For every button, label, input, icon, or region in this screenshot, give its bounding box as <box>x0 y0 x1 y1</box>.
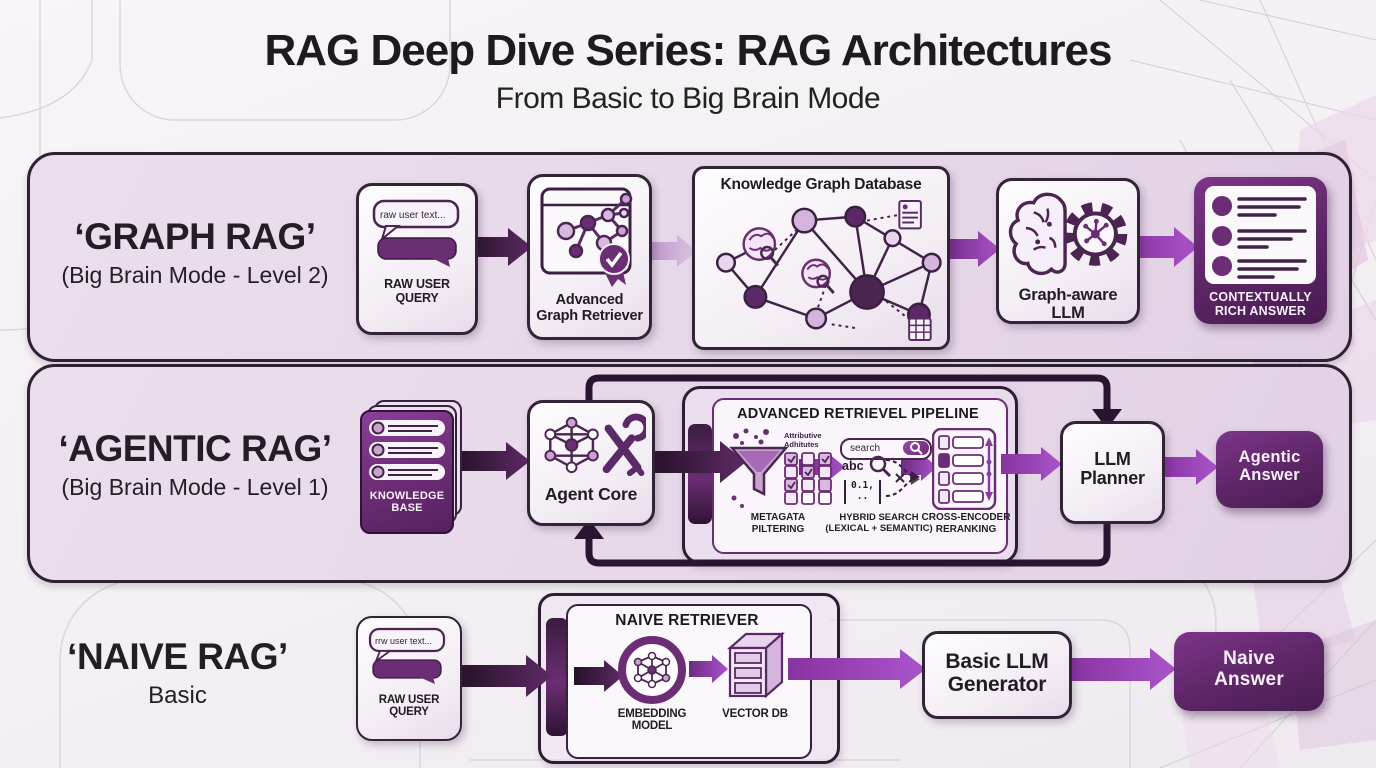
kb-stack-front: KNOWLEDGE BASE <box>360 410 454 534</box>
vector-line1: 0.1, <box>851 480 874 491</box>
raw-user-query-label-1: RAW USER QUERY <box>384 277 450 305</box>
naive-rag-level: Basic <box>148 681 207 709</box>
arrow-query-to-graph-retriever <box>466 228 532 266</box>
loop-agent-to-planner <box>585 374 1111 411</box>
rerank-card-icon <box>932 428 997 510</box>
contextually-rich-answer-label: CONTEXTUALLY RICH ANSWER <box>1209 290 1312 318</box>
basic-llm-generator-label: Basic LLM Generator <box>945 650 1049 696</box>
search-magnifier-button <box>903 441 929 455</box>
arrow-generator-to-naive-answer <box>1067 648 1176 690</box>
vector-matrix: 0.1, .. <box>844 480 881 504</box>
speech-bubbles-icon-small: rrw user text... <box>368 627 446 684</box>
arrow-into-embedding <box>574 660 623 692</box>
basic-llm-generator-card: Basic LLM Generator <box>922 631 1072 719</box>
raw-user-query-card-1: raw user text... RAW USER QUERY <box>356 183 478 335</box>
brain-gear-icon <box>1008 192 1128 276</box>
answer-list-icon <box>1205 186 1316 284</box>
arrow-retriever-to-kg <box>646 235 697 267</box>
agentic-rag-label: ‘AGENTIC RAG’ (Big Brain Mode - Level 1) <box>35 428 355 501</box>
graph-rag-name: ‘GRAPH RAG’ <box>74 216 316 257</box>
advanced-graph-retriever-card: Advanced Graph Retriever <box>527 174 652 340</box>
header: RAG Deep Dive Series: RAG Architectures … <box>0 0 1376 116</box>
graph-rag-level: (Big Brain Mode - Level 2) <box>61 261 329 288</box>
pipeline-title: ADVANCED RETRIEVEL PIPELINE <box>737 406 979 422</box>
graph-aware-llm-card: Graph-aware LLM <box>996 178 1140 324</box>
loop-arrowhead-down <box>1092 409 1122 429</box>
pipeline-3d-edge <box>688 424 712 524</box>
advanced-graph-retriever-label: Advanced Graph Retriever <box>536 292 643 324</box>
contextually-rich-answer-card: CONTEXTUALLY RICH ANSWER <box>1194 177 1327 324</box>
naive-rag-label: ‘NAIVE RAG’ Basic <box>45 636 310 710</box>
abc-lexical: abc <box>842 459 864 473</box>
arrow-query-to-naive-retriever <box>457 655 552 697</box>
loop-arrowhead-up <box>574 519 604 539</box>
funnel-icon <box>729 428 789 508</box>
raw-user-query-card-3: rrw user text... RAW USER QUERY <box>356 616 462 741</box>
agent-core-card: Agent Core <box>527 400 655 526</box>
arrow-agent-core-to-pipeline <box>649 441 746 483</box>
naive-answer-card: Naive Answer <box>1174 632 1324 711</box>
naive-retriever-3d-edge <box>546 618 568 736</box>
arrow-llm-to-rich-answer <box>1129 227 1198 267</box>
knowledge-base-card: KNOWLEDGE BASE <box>360 400 462 534</box>
arrow-embedding-to-vectordb <box>689 655 728 683</box>
magnifier-icon <box>910 442 923 455</box>
merge-arrows-icon <box>885 459 920 497</box>
checkbox-grid-icon <box>784 452 832 505</box>
raw-user-query-label-3: RAW USER QUERY <box>378 694 440 719</box>
svg-text:raw user text...: raw user text... <box>380 210 446 221</box>
arrow-kg-to-llm <box>941 231 1000 267</box>
graph-aware-llm-label: Graph-aware LLM <box>1018 286 1118 322</box>
embedding-model-label: EMBEDDING MODEL <box>617 708 687 733</box>
page-title: RAG Deep Dive Series: RAG Architectures <box>264 26 1113 75</box>
abc-magnifier-icon <box>869 455 892 478</box>
knowledge-graph-db-box: Knowledge Graph Database <box>692 166 950 350</box>
llm-planner-card: LLM Planner <box>1060 421 1165 524</box>
arrow-pipeline-to-planner <box>1001 447 1062 481</box>
hybrid-search-label: HYBRID SEARCH (LEXICAL + SEMANTIC) <box>825 512 933 535</box>
svg-text:rrw user text...: rrw user text... <box>375 636 432 646</box>
embedding-model-icon <box>618 636 686 704</box>
arrow-retriever-to-generator <box>788 649 926 689</box>
metadata-filtering-label: METAGATA PILTERING <box>750 512 806 535</box>
agent-core-icon <box>544 413 646 477</box>
naive-rag-name: ‘NAIVE RAG’ <box>67 636 288 677</box>
vector-db-label: VECTOR DB <box>722 708 788 720</box>
agent-core-label: Agent Core <box>544 484 638 504</box>
kb-row-bullets <box>371 421 438 479</box>
page-subtitle: From Basic to Big Brain Mode <box>495 82 881 115</box>
naive-retriever-title: NAIVE RETRIEVER <box>615 612 759 629</box>
agentic-answer-card: Agentic Answer <box>1216 431 1323 508</box>
graph-rag-label: ‘GRAPH RAG’ (Big Brain Mode - Level 2) <box>40 216 350 289</box>
search-pill-text: search <box>850 443 881 454</box>
knowledge-base-label: KNOWLEDGE BASE <box>369 490 445 515</box>
agentic-rag-level: (Big Brain Mode - Level 1) <box>61 473 329 500</box>
funnel-caption: Attributive Adhitutes <box>784 431 822 449</box>
abc-text: abc <box>842 459 864 473</box>
speech-bubbles-icon: raw user text... <box>372 199 460 267</box>
arrow-planner-to-agentic-answer <box>1161 449 1218 485</box>
loop-planner-to-agent <box>585 518 1111 567</box>
vector-line2: .. <box>856 490 869 502</box>
naive-answer-label: Naive Answer <box>1214 648 1284 691</box>
graph-retriever-icon <box>540 187 633 287</box>
cross-encoder-label: CROSS-ENCODER RERANKING <box>921 512 1011 535</box>
agentic-rag-name: ‘AGENTIC RAG’ <box>58 428 332 469</box>
arrow-kb-to-agent-core <box>456 442 530 480</box>
knowledge-graph-icon <box>715 199 942 341</box>
agentic-answer-label: Agentic Answer <box>1238 448 1301 485</box>
knowledge-graph-db-title: Knowledge Graph Database <box>720 176 922 193</box>
vector-db-icon <box>727 631 785 699</box>
llm-planner-label: LLM Planner <box>1080 449 1145 489</box>
